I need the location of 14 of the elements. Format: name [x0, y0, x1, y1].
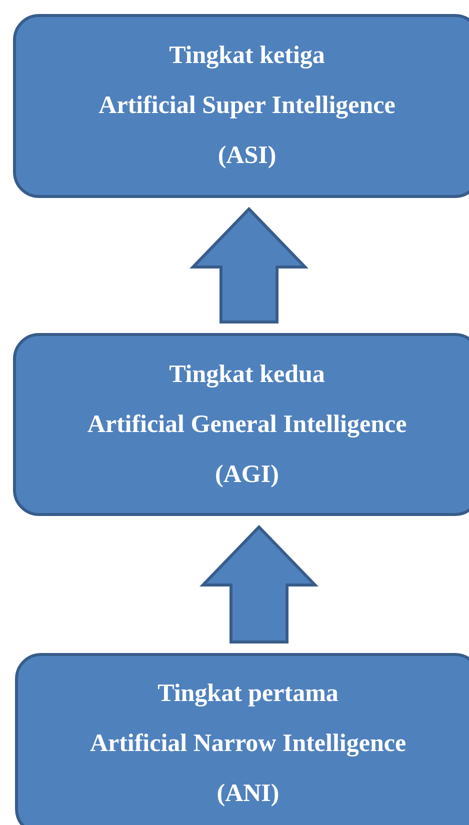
level-text: (AGI)	[215, 460, 279, 490]
level-text: Artificial Narrow Intelligence	[90, 729, 406, 759]
level-text: Artificial General Intelligence	[87, 410, 407, 440]
level-box	[13, 333, 469, 516]
block-arrow	[189, 206, 309, 324]
level-text: Tingkat kedua	[169, 360, 325, 390]
level-text: (ANI)	[216, 779, 280, 809]
level-text: Tingkat ketiga	[169, 41, 325, 71]
level-text: Artificial Super Intelligence	[98, 91, 396, 121]
block-arrow	[199, 524, 319, 644]
level-box	[15, 653, 469, 825]
level-text: Tingkat pertama	[158, 679, 338, 709]
level-text: (ASI)	[218, 141, 276, 171]
level-box	[13, 14, 469, 198]
